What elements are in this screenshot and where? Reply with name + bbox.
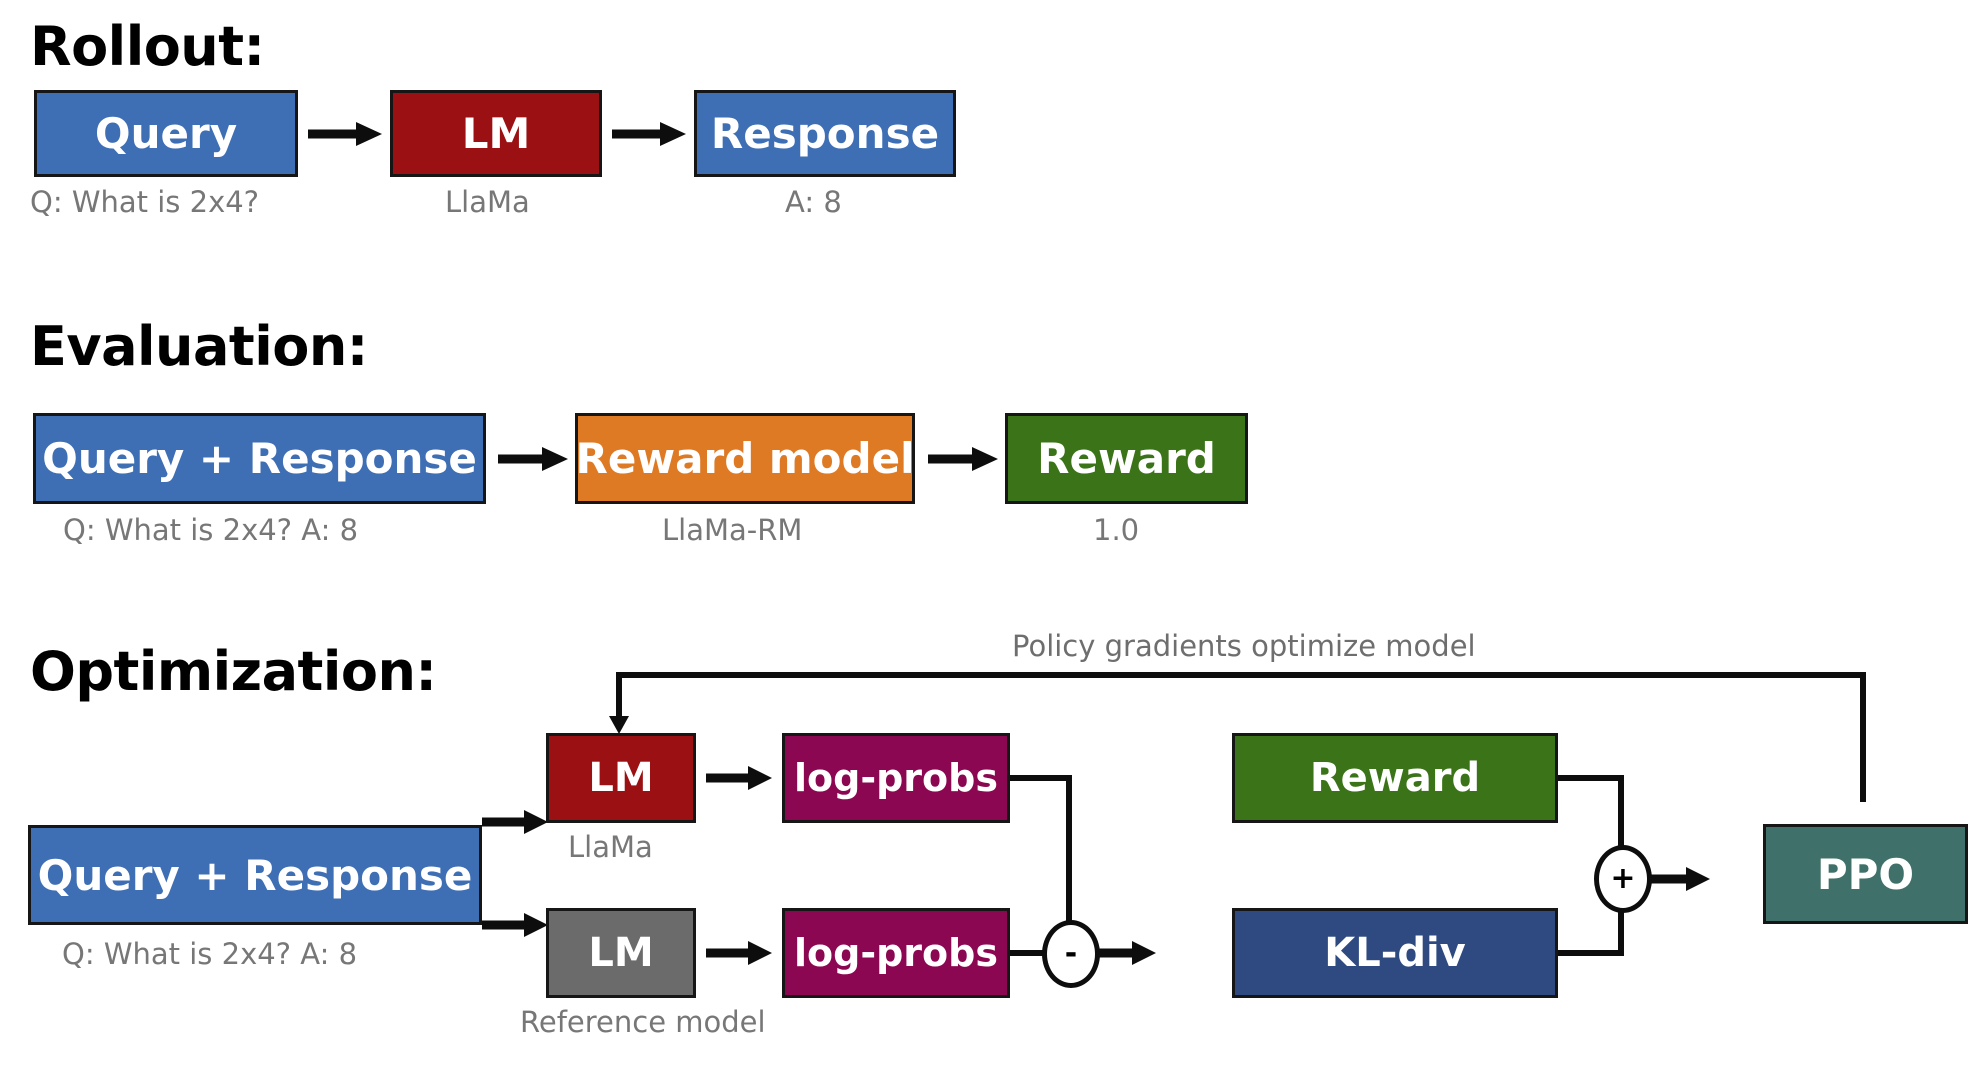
- caption-opt-query-response: Q: What is 2x4? A: 8: [62, 937, 358, 971]
- node-response-label: Response: [710, 109, 940, 158]
- node-reference-logprobs[interactable]: log-probs: [782, 908, 1010, 998]
- node-policy-logprobs[interactable]: log-probs: [782, 733, 1010, 823]
- arrow-rm-to-reward: [928, 445, 998, 473]
- node-query-label: Query: [94, 109, 238, 158]
- node-policy-lm[interactable]: LM: [546, 733, 696, 823]
- caption-response: A: 8: [785, 185, 842, 219]
- node-response[interactable]: Response: [694, 90, 956, 177]
- node-reward-model-label: Reward model: [575, 434, 915, 483]
- node-policy-logprobs-label: log-probs: [794, 756, 998, 800]
- node-eval-reward[interactable]: Reward: [1005, 413, 1248, 504]
- operator-add: +: [1594, 845, 1652, 913]
- wire-policy-logprobs-down: [1066, 775, 1072, 933]
- arrow-reference-lm-to-logprobs: [706, 939, 772, 967]
- node-reference-logprobs-label: log-probs: [794, 931, 998, 975]
- wire-reference-logprobs-out: [1010, 950, 1058, 956]
- node-ppo[interactable]: PPO: [1763, 824, 1968, 924]
- node-opt-query-response-label: Query + Response: [37, 850, 473, 900]
- feedback-wire-right-vertical: [1860, 672, 1866, 802]
- node-policy-lm-label: LM: [588, 755, 654, 801]
- node-opt-query-response[interactable]: Query + Response: [28, 825, 482, 925]
- arrow-eval-qr-to-rm: [498, 445, 568, 473]
- arrow-qr-to-policy-lm: [482, 808, 548, 836]
- arrow-qr-to-reference-lm: [482, 911, 548, 939]
- arrow-subtract-to-kl: [1098, 939, 1156, 967]
- caption-rollout-lm: LlaMa: [445, 185, 530, 219]
- arrow-lm-to-response: [612, 120, 686, 148]
- wire-reward-down: [1618, 775, 1624, 865]
- node-kl-div[interactable]: KL-div: [1232, 908, 1558, 998]
- caption-query: Q: What is 2x4?: [30, 185, 260, 219]
- node-reference-lm[interactable]: LM: [546, 908, 696, 998]
- caption-eval-reward: 1.0: [1093, 513, 1140, 547]
- wire-kl-out: [1558, 950, 1624, 956]
- operator-add-symbol: +: [1610, 861, 1636, 896]
- caption-policy-lm: LlaMa: [568, 830, 653, 864]
- section-title-optimization: Optimization:: [30, 640, 437, 703]
- node-opt-reward[interactable]: Reward: [1232, 733, 1558, 823]
- node-eval-query-response[interactable]: Query + Response: [33, 413, 486, 504]
- section-title-evaluation: Evaluation:: [30, 315, 368, 378]
- feedback-wire-horizontal: [617, 672, 1866, 678]
- node-reference-lm-label: LM: [588, 930, 654, 976]
- caption-eval-query-response: Q: What is 2x4? A: 8: [63, 513, 359, 547]
- node-rollout-lm[interactable]: LM: [390, 90, 602, 177]
- node-eval-reward-label: Reward: [1037, 434, 1216, 483]
- node-opt-reward-label: Reward: [1309, 755, 1481, 801]
- feedback-edge-label: Policy gradients optimize model: [1012, 629, 1476, 663]
- node-kl-div-label: KL-div: [1324, 930, 1466, 976]
- node-ppo-label: PPO: [1816, 849, 1915, 899]
- operator-subtract-symbol: -: [1064, 936, 1078, 971]
- feedback-arrow-down-to-lm: [604, 672, 634, 734]
- arrow-policy-lm-to-logprobs: [706, 764, 772, 792]
- node-eval-query-response-label: Query + Response: [42, 434, 477, 483]
- section-title-rollout: Rollout:: [30, 15, 265, 78]
- arrow-add-to-ppo: [1650, 865, 1710, 893]
- caption-reward-model: LlaMa-RM: [662, 513, 803, 547]
- node-reward-model[interactable]: Reward model: [575, 413, 915, 504]
- caption-reference-lm: Reference model: [520, 1005, 766, 1039]
- wire-reward-out: [1558, 775, 1624, 781]
- operator-subtract: -: [1042, 920, 1100, 988]
- node-rollout-lm-label: LM: [461, 109, 531, 158]
- arrow-query-to-lm: [308, 120, 382, 148]
- node-query[interactable]: Query: [34, 90, 298, 177]
- wire-kl-up: [1618, 895, 1624, 956]
- wire-policy-logprobs-out: [1010, 775, 1072, 781]
